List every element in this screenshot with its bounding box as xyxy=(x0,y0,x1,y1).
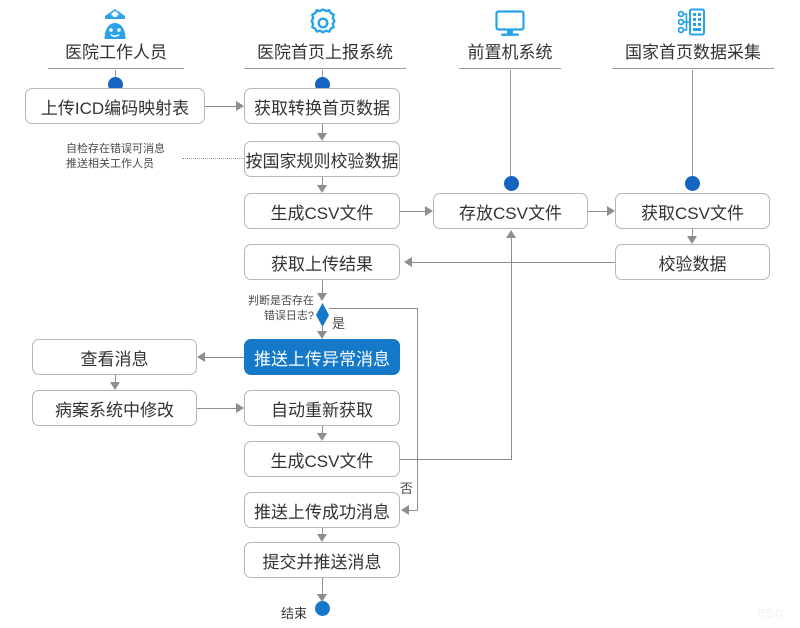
lane-header-national-collect: 国家首页数据采集 xyxy=(612,42,774,69)
lane-label: 医院工作人员 xyxy=(65,43,167,62)
edge-store-to-fetchcsv xyxy=(588,211,607,212)
node-label: 上传ICD编码映射表 xyxy=(40,98,190,118)
edge-result-to-decision xyxy=(322,280,323,293)
edge-csv2-to-store-v xyxy=(511,238,512,459)
edge-arrow-upload-to-fetch xyxy=(236,101,244,111)
node-push-success-message[interactable]: 推送上传成功消息 xyxy=(244,492,400,528)
node-label: 推送上传异常消息 xyxy=(254,349,390,369)
node-generate-csv-2[interactable]: 生成CSV文件 xyxy=(244,441,400,477)
edge-arrow-csv2-to-store xyxy=(506,230,516,238)
node-label: 获取转换首页数据 xyxy=(254,98,390,118)
lane-label: 前置机系统 xyxy=(467,43,553,62)
edge-refetch-to-csv2 xyxy=(322,426,323,433)
node-label: 自动重新获取 xyxy=(271,400,373,420)
node-label: 病案系统中修改 xyxy=(55,400,174,420)
monitor-icon xyxy=(494,9,526,39)
edge-submit-to-end xyxy=(322,578,323,594)
edge-upload-to-fetch xyxy=(205,106,236,107)
edge-edit-to-refetch xyxy=(197,408,236,409)
watermark: eso xyxy=(757,604,785,621)
node-label: 获取上传结果 xyxy=(271,254,373,274)
node-label: 获取CSV文件 xyxy=(641,203,744,223)
edge-arrow-verify-to-result xyxy=(404,257,412,267)
node-label: 校验数据 xyxy=(658,254,727,274)
edge-success-to-submit xyxy=(322,528,323,534)
node-edit-in-record-system[interactable]: 病案系统中修改 xyxy=(32,390,197,426)
node-upload-icd-map[interactable]: 上传ICD编码映射表 xyxy=(25,88,205,124)
edge-verify-to-result xyxy=(412,262,615,263)
node-fetch-upload-result[interactable]: 获取上传结果 xyxy=(244,244,400,280)
edge-arrow-edit-to-refetch xyxy=(236,403,244,413)
edge-arrow-decision-no xyxy=(401,505,409,515)
decision-no-label: 否 xyxy=(400,481,414,496)
node-validate-national-rule[interactable]: 按国家规则校验数据 xyxy=(244,141,400,177)
edge-arrow-decision-yes xyxy=(317,331,327,339)
node-label: 提交并推送消息 xyxy=(262,552,382,572)
node-label: 查看消息 xyxy=(80,349,149,369)
edge-arrow-submit-to-end xyxy=(317,594,327,602)
lane-stem-national-collect xyxy=(692,70,693,182)
edge-arrow-result-to-decision xyxy=(317,293,327,301)
decision-yes-label: 是 xyxy=(332,316,346,331)
end-node-label: 结束 xyxy=(281,606,308,621)
lane-header-frontend-host: 前置机系统 xyxy=(459,42,561,69)
gear-icon xyxy=(307,7,339,39)
lane-label: 国家首页数据采集 xyxy=(625,43,761,62)
self-check-note-leader xyxy=(182,158,244,159)
node-auto-refetch[interactable]: 自动重新获取 xyxy=(244,390,400,426)
node-verify-data[interactable]: 校验数据 xyxy=(615,244,770,280)
lane-label: 医院首页上报系统 xyxy=(257,43,393,62)
edge-validate-to-csv1 xyxy=(322,177,323,185)
lane-start-dot-national-collect xyxy=(685,176,700,191)
node-label: 推送上传成功消息 xyxy=(254,502,390,522)
edge-arrow-view-to-edit xyxy=(110,382,120,390)
lane-header-hospital-staff: 医院工作人员 xyxy=(48,42,184,69)
lane-stem-frontend-host xyxy=(510,70,511,182)
edge-fetchcsv-to-verify xyxy=(692,229,693,236)
end-node-dot xyxy=(315,601,330,616)
edge-arrow-fetch-to-validate xyxy=(317,133,327,141)
edge-decision-no-top xyxy=(329,308,418,309)
edge-csv2-to-store-h xyxy=(400,459,512,460)
edge-arrow-refetch-to-csv2 xyxy=(317,433,327,441)
node-store-csv[interactable]: 存放CSV文件 xyxy=(433,193,588,229)
lane-header-report-system: 医院首页上报系统 xyxy=(244,42,406,69)
edge-decision-no-vertical xyxy=(417,308,418,510)
node-label: 按国家规则校验数据 xyxy=(245,151,399,171)
node-label: 生成CSV文件 xyxy=(270,451,374,471)
node-submit-and-push[interactable]: 提交并推送消息 xyxy=(244,542,400,578)
edge-decision-no-bottom xyxy=(409,510,418,511)
server-rack-icon xyxy=(676,7,708,39)
node-fetch-convert-data[interactable]: 获取转换首页数据 xyxy=(244,88,400,124)
node-label: 存放CSV文件 xyxy=(459,203,562,223)
edge-view-to-edit xyxy=(115,375,116,382)
node-view-message[interactable]: 查看消息 xyxy=(32,339,197,375)
edge-arrow-error-to-view xyxy=(197,352,205,362)
edge-decision-yes xyxy=(322,327,323,332)
node-fetch-csv[interactable]: 获取CSV文件 xyxy=(615,193,770,229)
node-generate-csv-1[interactable]: 生成CSV文件 xyxy=(244,193,400,229)
edge-error-to-view xyxy=(205,357,244,358)
self-check-note: 自检存在错误可消息 推送相关工作人员 xyxy=(66,143,165,170)
decision-has-error-log[interactable] xyxy=(316,303,329,327)
edge-arrow-csv1-to-store xyxy=(425,206,433,216)
node-push-error-message[interactable]: 推送上传异常消息 xyxy=(244,339,400,375)
edge-arrow-fetchcsv-to-verify xyxy=(687,236,697,244)
nurse-icon xyxy=(97,6,133,40)
edge-fetch-to-validate xyxy=(322,124,323,133)
edge-arrow-success-to-submit xyxy=(317,534,327,542)
edge-arrow-store-to-fetchcsv xyxy=(607,206,615,216)
lane-start-dot-frontend-host xyxy=(504,176,519,191)
node-label: 生成CSV文件 xyxy=(270,203,374,223)
edge-arrow-validate-to-csv1 xyxy=(317,185,327,193)
decision-question-label: 判断是否存在 错误日志? xyxy=(248,295,314,322)
edge-csv1-to-store xyxy=(400,211,425,212)
